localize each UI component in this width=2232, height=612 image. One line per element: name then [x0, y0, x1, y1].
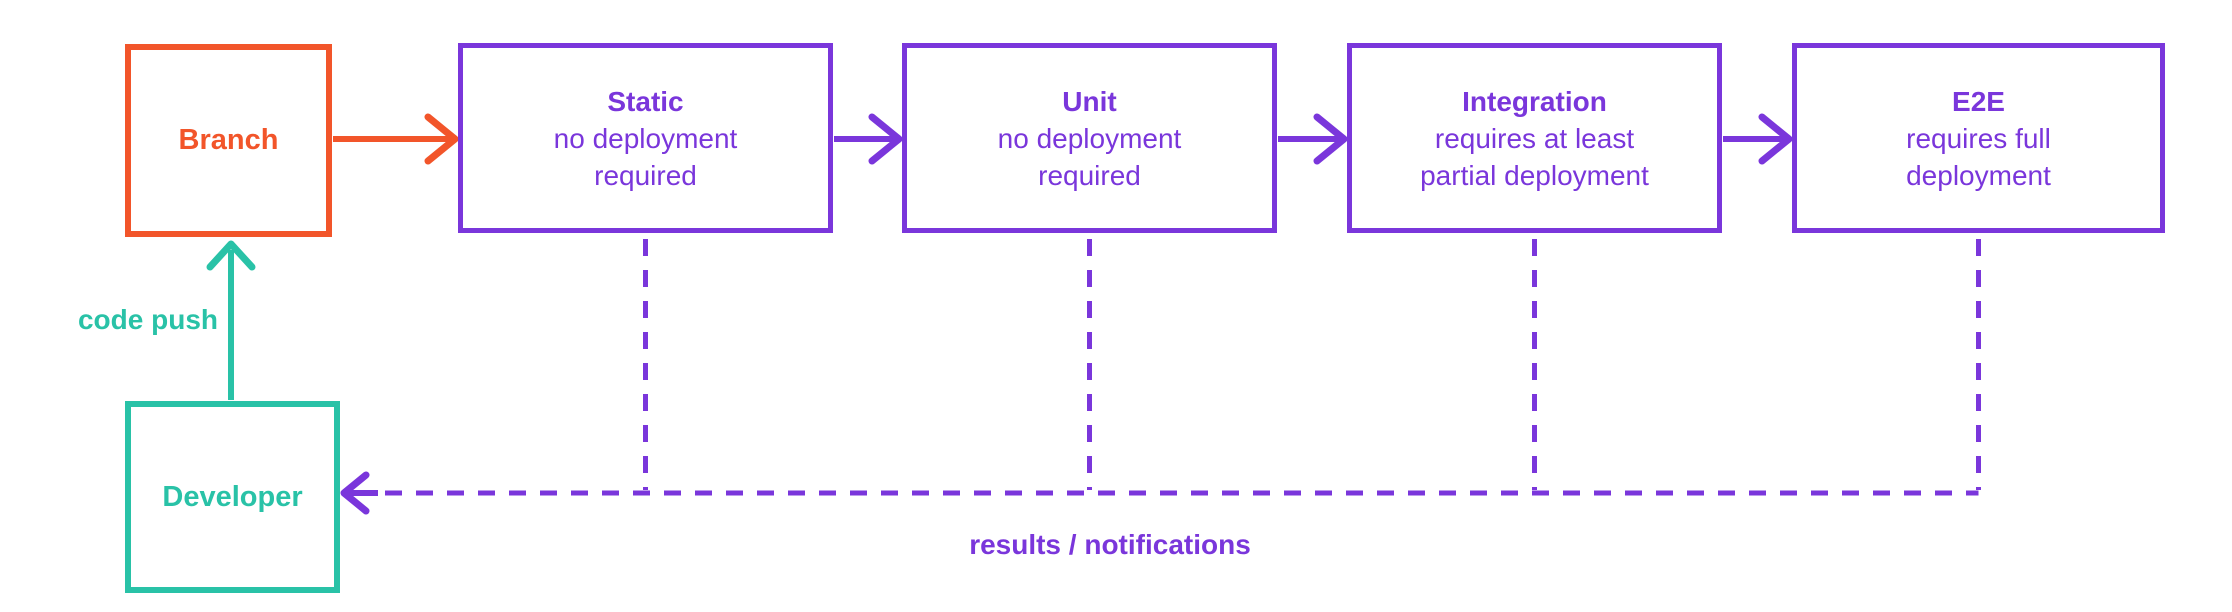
unit-to-integration-arrow: [1278, 113, 1348, 165]
developer-box: Developer: [125, 401, 340, 593]
developer-label: Developer: [162, 480, 303, 513]
code-push-arrow: [206, 240, 256, 400]
branch-to-static-arrow: [333, 113, 459, 165]
stage-desc-line: partial deployment: [1420, 159, 1649, 191]
stage-desc-line: deployment: [1906, 159, 2051, 191]
stage-box-e2e: E2E requires full deployment: [1792, 43, 2165, 233]
results-arrowhead: [340, 471, 370, 515]
stage-title: Static: [607, 85, 684, 117]
results-notifications-label: results / notifications: [969, 529, 1251, 560]
stage-title: E2E: [1952, 85, 2005, 117]
branch-box: Branch: [125, 44, 332, 237]
stage-desc-line: required: [1038, 159, 1141, 191]
branch-label: Branch: [178, 124, 279, 156]
code-push-label: code push: [77, 304, 218, 335]
stage-box-static: Static no deployment required: [458, 43, 833, 233]
stage-desc-line: no deployment: [553, 122, 738, 154]
stage-desc-line: requires full: [1906, 122, 2051, 154]
results-feedback-line: [340, 471, 1979, 515]
stage-title: Unit: [1062, 85, 1117, 117]
stage-desc-line: required: [594, 159, 697, 191]
stage-box-integration: Integration requires at least partial de…: [1347, 43, 1722, 233]
stage-box-unit: Unit no deployment required: [902, 43, 1277, 233]
stage-title: Integration: [1462, 85, 1607, 117]
stage-desc-line: no deployment: [997, 122, 1182, 154]
integration-to-e2e-arrow: [1723, 113, 1793, 165]
stage-desc-line: requires at least: [1434, 122, 1635, 154]
static-to-unit-arrow: [834, 113, 903, 165]
